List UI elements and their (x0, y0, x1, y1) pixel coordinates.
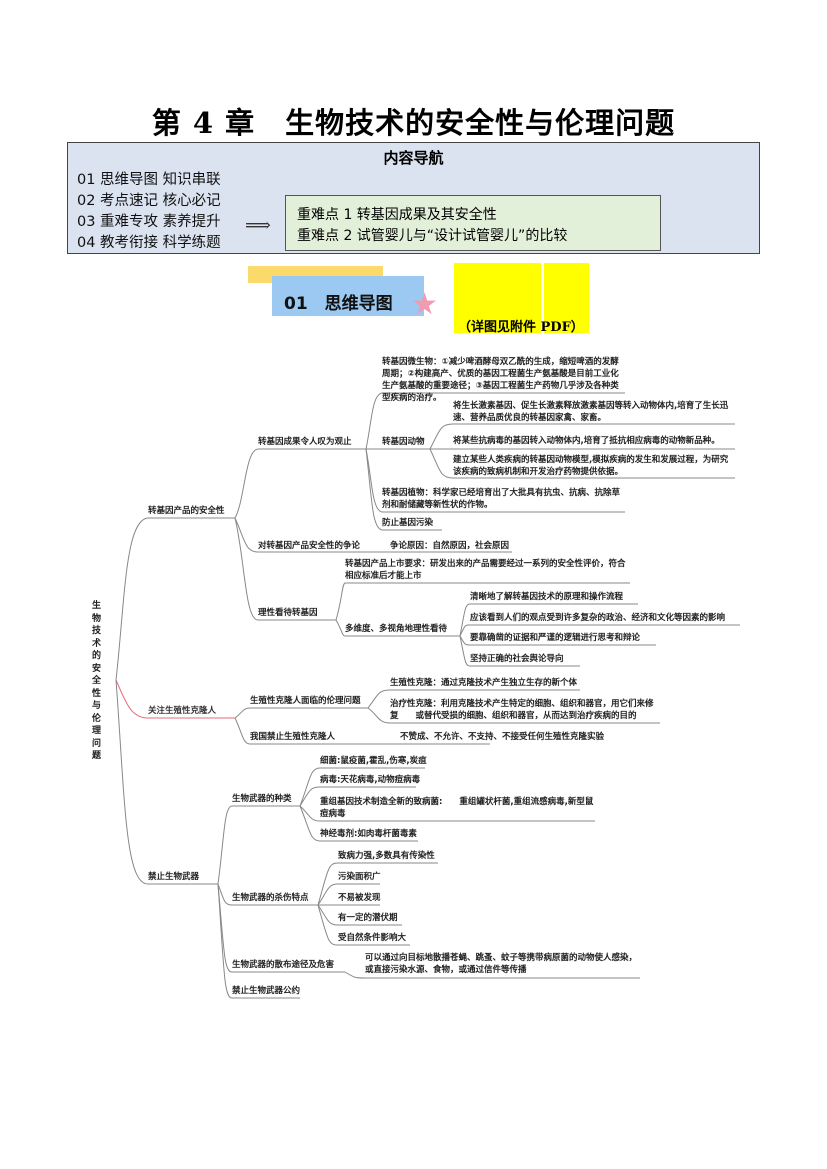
star-icon: ★ (411, 287, 438, 322)
node-weapon-spread: 生物武器的散布途径及危害 (232, 960, 335, 970)
leaf: 要靠确凿的证据和严谨的逻辑进行思考和辩论 (470, 633, 641, 643)
nav-heading: 内容导航 (383, 149, 444, 167)
branch-cloning: 关注生殖性克隆人 (148, 706, 217, 716)
nav-item[interactable]: 02 考点速记 核心必记 (77, 193, 221, 209)
leaf: 可以通过向目标地散播苍蝇、跳蚤、蚊子等携带病原菌的动物使人感染，或直接污染水源、… (365, 953, 638, 975)
leaf: 不易被发现 (338, 893, 381, 903)
mindmap-root: 生物技术的安全性与伦理问题 (92, 601, 102, 761)
node-rational-view: 理性看待转基因 (258, 608, 318, 618)
arrow-right-icon: ⟹ (245, 215, 271, 236)
leaf: 有一定的潜伏期 (338, 913, 398, 923)
leaf: 污染面积广 (338, 872, 381, 882)
highlight-block (454, 263, 541, 333)
section-tag (272, 276, 424, 316)
branch-gm-safety: 转基因产品的安全性 (148, 506, 225, 516)
leaf: 病毒:天花病毒,动物痘病毒 (320, 775, 421, 785)
leaf: 转基因产品上市要求：研发出来的产品需要经过一系列的安全性评价，符合相应标准后才能… (345, 559, 626, 581)
leaf: 受自然条件影响大 (338, 933, 407, 943)
leaf: 应该看到人们的观点受到许多复杂的政治、经济和文化等因素的影响 (470, 613, 726, 623)
chapter-title: 第 4 章 生物技术的安全性与伦理问题 (151, 106, 676, 140)
node-china-ban: 我国禁止生殖性克隆人 (250, 732, 336, 742)
nav-item[interactable]: 04 教考衔接 科学练题 (77, 235, 221, 251)
highlight-block (544, 263, 589, 333)
leaf: 治疗性克隆：利用克隆技术产生特定的细胞、组织和器官，用它们来修复 或替代受损的细… (390, 699, 654, 721)
nav-item[interactable]: 03 重难专攻 素养提升 (77, 214, 221, 230)
node-gm-microbes: 转基因微生物：①减少啤酒酵母双乙酰的生成，缩短啤酒的发酵周期；②构建高产、优质的… (382, 357, 619, 403)
leaf: 重组基因技术制造全新的致病菌: 重组罐状杆菌,重组流感病毒,新型鼠痘病毒 (320, 797, 594, 819)
node-cloning-ethics: 生殖性克隆人面临的伦理问题 (250, 696, 361, 706)
leaf: 建立某些人类疾病的转基因动物模型,模拟疾病的发生和发展过程，为研究 该疾病的致病… (453, 455, 746, 477)
key-point[interactable]: 重难点 2 试管婴儿与“设计试管婴儿”的比较 (297, 228, 568, 244)
section-label: 01 思维导图 (284, 294, 393, 314)
node-gm-plants: 转基因植物：科学家已经培育出了大批具有抗虫、抗病、抗除草剂和耐储藏等新性状的作物… (382, 488, 621, 510)
node-gene-pollution: 防止基因污染 (382, 518, 434, 528)
leaf: 细菌:鼠疫菌,霍乱,伤寒,炭疽 (320, 756, 427, 766)
branch-bioweapons: 禁止生物武器 (148, 872, 200, 882)
leaf: 致病力强,多数具有传染性 (338, 851, 435, 861)
node-weapon-traits: 生物武器的杀伤特点 (232, 893, 309, 903)
node-gm-animals: 转基因动物 (382, 437, 425, 447)
key-points-box: 重难点 1 转基因成果及其安全性 重难点 2 试管婴儿与“设计试管婴儿”的比较 (285, 195, 661, 251)
node-gm-achievements: 转基因成果令人叹为观止 (258, 437, 352, 447)
leaf: 清晰地了解转基因技术的原理和操作流程 (470, 592, 624, 602)
leaf: 神经毒剂:如肉毒杆菌毒素 (320, 829, 417, 839)
node-gm-debate: 对转基因产品安全性的争论 (258, 541, 361, 551)
content-navigation: 内容导航 01 思维导图 知识串联 02 考点速记 核心必记 03 重难专攻 素… (67, 142, 760, 254)
leaf: 将生长激素基因、促生长激素释放激素基因等转入动物体内,培育了生长迅速、营养品质优… (453, 401, 729, 423)
leaf: 坚持正确的社会舆论导向 (470, 654, 564, 664)
leaf: 生殖性克隆：通过克隆技术产生独立生存的新个体 (390, 678, 578, 688)
leaf: 将某些抗病毒的基因转入动物体内,培育了抵抗相应病毒的动物新品种。 (453, 436, 720, 446)
leaf: 争论原因：自然原因，社会原因 (390, 541, 510, 551)
nav-item[interactable]: 01 思维导图 知识串联 (77, 172, 221, 188)
node-weapons-convention: 禁止生物武器公约 (232, 986, 301, 996)
node-weapon-types: 生物武器的种类 (232, 794, 292, 804)
leaf: 不赞成、不允许、不支持、不接受任何生殖性克隆实验 (400, 732, 605, 742)
node-multi-view: 多维度、多视角地理性看待 (345, 624, 448, 634)
key-point[interactable]: 重难点 1 转基因成果及其安全性 (297, 207, 497, 223)
attachment-note: （详图见附件 PDF） (458, 320, 584, 335)
